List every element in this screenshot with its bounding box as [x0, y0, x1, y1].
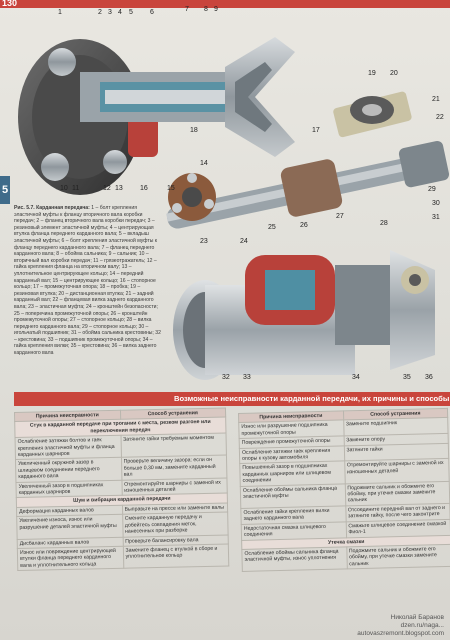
callout-33: 33	[243, 374, 251, 381]
page-number: 130	[2, 0, 18, 8]
centering-bushing	[128, 117, 158, 157]
watermark-author: Николай Баранов	[390, 614, 444, 621]
caption-text: 1 – болт крепления эластичной муфты к фл…	[14, 205, 161, 357]
callout-32: 32	[222, 374, 230, 381]
callout-22: 22	[436, 114, 444, 121]
elastic-coupling-part	[168, 173, 216, 221]
callout-2: 2	[98, 9, 102, 16]
callout-35: 35	[403, 374, 411, 381]
callout-15: 15	[167, 185, 175, 192]
callout-4: 4	[118, 9, 122, 16]
rubber-bushing-illustration	[333, 91, 412, 138]
caption-label: Рис. 5.7. Карданная передача:	[14, 205, 90, 211]
callout-9: 9	[214, 6, 218, 13]
callout-13: 13	[115, 185, 123, 192]
bolt-head-bottom	[41, 153, 69, 181]
table-banner: Возможные неисправности карданной переда…	[14, 392, 450, 406]
callout-30: 30	[432, 200, 440, 207]
fork	[225, 37, 295, 157]
callout-28: 28	[380, 220, 388, 227]
callout-14: 14	[200, 160, 208, 167]
callout-5: 5	[129, 9, 133, 16]
callout-18: 18	[190, 127, 198, 134]
watermark-handle: dzen.ru/naga...	[400, 622, 444, 629]
faults-table-right: Причина неисправности Способ устранения …	[238, 408, 450, 572]
driveshaft-illustration	[166, 140, 450, 229]
table-row: Ослабление обоймы сальника фланца эласти…	[241, 544, 450, 572]
elastic-coupling-illustration	[18, 37, 295, 195]
callout-20: 20	[390, 70, 398, 77]
faults-table-left: Причина неисправности Способ устранения …	[14, 408, 229, 572]
callout-11: 11	[72, 185, 80, 192]
header-strip: 130	[0, 0, 450, 8]
callout-23: 23	[200, 238, 208, 245]
intermediate-support	[280, 159, 343, 217]
callout-8: 8	[204, 6, 208, 13]
callout-17: 17	[312, 127, 320, 134]
callout-7: 7	[185, 6, 189, 13]
bolt-head-top	[48, 48, 76, 76]
callout-10: 10	[60, 185, 68, 192]
figure-caption: Рис. 5.7. Карданная передача: 1 – болт к…	[14, 205, 162, 357]
callout-26: 26	[300, 222, 308, 229]
callout-24: 24	[240, 238, 248, 245]
cutaway-illustration	[173, 250, 435, 380]
section-tab: 5	[0, 176, 10, 204]
callout-16: 16	[140, 185, 148, 192]
watermark-site: autovaszremont.blogspot.com	[357, 630, 444, 637]
callout-3: 3	[108, 9, 112, 16]
callout-19: 19	[368, 70, 376, 77]
callout-27: 27	[336, 213, 344, 220]
callout-6: 6	[150, 9, 154, 16]
callout-1: 1	[58, 9, 62, 16]
table-row: Износ или повреждение центрирующей втулк…	[17, 543, 229, 571]
watermark: Николай Баранов dzen.ru/naga... autovasz…	[357, 614, 444, 638]
callout-25: 25	[268, 224, 276, 231]
callout-34: 34	[352, 374, 360, 381]
callout-12: 12	[103, 185, 111, 192]
callout-36: 36	[425, 374, 433, 381]
callout-21: 21	[432, 96, 440, 103]
callout-29: 29	[428, 186, 436, 193]
callout-31: 31	[432, 214, 440, 221]
